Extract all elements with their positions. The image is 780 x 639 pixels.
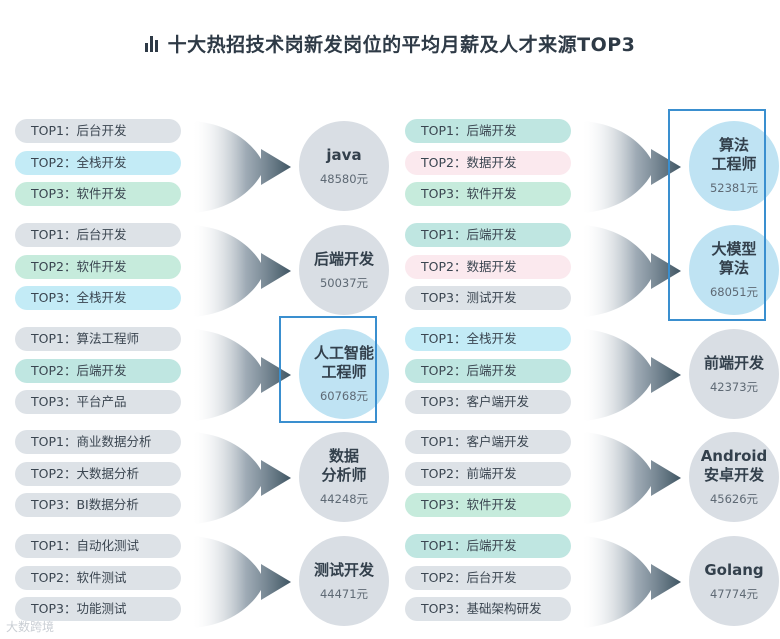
- job-group: TOP1：算法工程师 TOP2：后端开发 TOP3：平台产品 人工智能 工程师 6076…: [15, 327, 395, 423]
- job-group: TOP1：全栈开发 TOP2：后端开发 TOP3：客户端开发 前端开发 42373元: [405, 327, 780, 423]
- funnel-arrow-icon: [191, 536, 291, 628]
- source-pill: TOP3：测试开发: [405, 286, 571, 310]
- job-group: TOP1：自动化测试 TOP2：软件测试 TOP3：功能测试 测试开发 44471元: [15, 534, 395, 630]
- source-pill: TOP2：软件测试: [15, 566, 181, 590]
- watermark: 大数跨境: [6, 620, 55, 634]
- funnel-arrow-icon: [581, 225, 681, 317]
- job-salary: 68051元: [709, 285, 759, 299]
- job-group: TOP1：后台开发 TOP2：全栈开发 TOP3：软件开发 java 48580元: [15, 119, 395, 215]
- job-salary: 60768元: [319, 389, 369, 403]
- funnel-arrow-icon: [581, 536, 681, 628]
- job-group: TOP1：后台开发 TOP2：软件开发 TOP3：全栈开发 后端开发 50037元: [15, 223, 395, 319]
- job-name: 后端开发: [313, 249, 374, 268]
- source-pill: TOP3：软件开发: [405, 493, 571, 517]
- job-salary: 48580元: [319, 171, 369, 186]
- source-pill: TOP3：全栈开发: [15, 286, 181, 310]
- job-name: 前端开发: [703, 353, 764, 372]
- source-pill: TOP1：自动化测试: [15, 534, 181, 558]
- job-salary: 45626元: [709, 492, 759, 506]
- funnel-arrow-icon: [191, 121, 291, 213]
- source-pill: TOP3：BI数据分析: [15, 493, 181, 517]
- funnel-arrow-icon: [581, 432, 681, 524]
- job-group: TOP1：客户端开发 TOP2：前端开发 TOP3：软件开发 Android 安卓开发…: [405, 430, 780, 526]
- job-salary: 50037元: [319, 275, 369, 290]
- job-salary: 44248元: [319, 492, 369, 506]
- job-circle: 后端开发 50037元: [299, 225, 389, 315]
- job-group: TOP1：后端开发 TOP2：数据开发 TOP3：软件开发 算法 工程师 52381元: [405, 119, 780, 215]
- source-pill: TOP1：后端开发: [405, 119, 571, 143]
- highlight-box-algorithm: [668, 109, 766, 321]
- source-pill: TOP1：客户端开发: [405, 430, 571, 454]
- source-pill: TOP2：前端开发: [405, 462, 571, 486]
- job-circle: 测试开发 44471元: [299, 536, 389, 626]
- source-pill: TOP2：后端开发: [15, 359, 181, 383]
- source-pill: TOP3：基础架构研发: [405, 597, 571, 621]
- bar-chart-icon: [144, 35, 158, 52]
- source-pill: TOP2：后台开发: [405, 566, 571, 590]
- source-pill: TOP1：后台开发: [15, 119, 181, 143]
- source-pill: TOP3：软件开发: [405, 182, 571, 206]
- source-pill: TOP2：数据开发: [405, 255, 571, 279]
- page-title: 十大热招技术岗新发岗位的平均月薪及人才来源TOP3: [144, 30, 636, 57]
- job-salary: 52381元: [709, 181, 759, 195]
- job-group: TOP1：后端开发 TOP2：数据开发 TOP3：测试开发 大模型 算法 68051元: [405, 223, 780, 319]
- job-group: TOP1：后端开发 TOP2：后台开发 TOP3：基础架构研发 Golang 47774…: [405, 534, 780, 630]
- job-name: Golang: [704, 560, 764, 579]
- source-pill: TOP1：算法工程师: [15, 327, 181, 351]
- source-pill: TOP1：全栈开发: [405, 327, 571, 351]
- funnel-arrow-icon: [191, 432, 291, 524]
- job-salary: 42373元: [709, 379, 759, 394]
- source-pill: TOP2：数据开发: [405, 151, 571, 175]
- source-pill: TOP1：后台开发: [15, 223, 181, 247]
- source-pill: TOP2：大数据分析: [15, 462, 181, 486]
- job-name: Android 安卓开发: [700, 447, 768, 484]
- job-salary: 44471元: [319, 586, 369, 601]
- source-pill: TOP1：商业数据分析: [15, 430, 181, 454]
- source-pill: TOP3：功能测试: [15, 597, 181, 621]
- job-circle: 数据 分析师 44248元: [299, 432, 389, 522]
- funnel-arrow-icon: [581, 121, 681, 213]
- title-text: 十大热招技术岗新发岗位的平均月薪及人才来源TOP3: [167, 34, 636, 56]
- source-pill: TOP3：客户端开发: [405, 390, 571, 414]
- source-pill: TOP3：软件开发: [15, 182, 181, 206]
- source-pill: TOP3：平台产品: [15, 390, 181, 414]
- job-salary: 47774元: [709, 586, 759, 601]
- job-circle: Golang 47774元: [689, 536, 779, 626]
- highlight-box-ai: [279, 316, 377, 423]
- job-name: 数据 分析师: [321, 447, 367, 484]
- source-pill: TOP2：全栈开发: [15, 151, 181, 175]
- job-name: 人工智能 工程师: [313, 344, 374, 381]
- source-pill: TOP2：后端开发: [405, 359, 571, 383]
- job-name: 大模型 算法: [711, 240, 757, 277]
- job-group: TOP1：商业数据分析 TOP2：大数据分析 TOP3：BI数据分析 数据 分析师 44…: [15, 430, 395, 526]
- funnel-arrow-icon: [581, 329, 681, 421]
- job-name: java: [326, 145, 362, 164]
- source-pill: TOP1：后端开发: [405, 534, 571, 558]
- job-name: 算法 工程师: [711, 136, 757, 173]
- job-circle: java 48580元: [299, 121, 389, 211]
- funnel-arrow-icon: [191, 329, 291, 421]
- funnel-arrow-icon: [191, 225, 291, 317]
- job-circle: 人工智能 工程师 60768元: [299, 329, 389, 419]
- job-circle: Android 安卓开发 45626元: [689, 432, 779, 522]
- source-pill: TOP1：后端开发: [405, 223, 571, 247]
- title-area: 十大热招技术岗新发岗位的平均月薪及人才来源TOP3: [0, 30, 780, 57]
- source-pill: TOP2：软件开发: [15, 255, 181, 279]
- job-name: 测试开发: [313, 560, 374, 579]
- job-circle: 前端开发 42373元: [689, 329, 779, 419]
